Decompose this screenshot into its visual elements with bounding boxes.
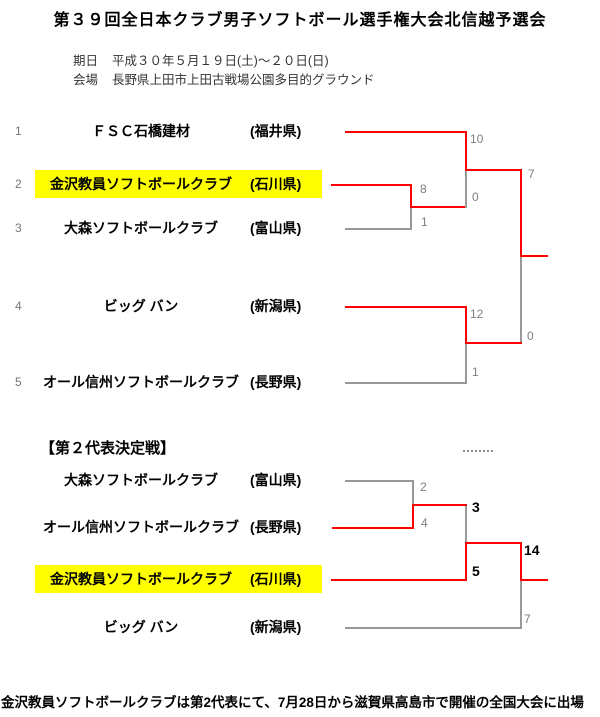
page-title: 第３９回全日本クラブ男子ソフトボール選手権大会北信越予選会: [53, 12, 547, 29]
score-m1-bottom: 1: [421, 215, 428, 229]
connector-line: [520, 542, 522, 581]
connector-line: [332, 527, 412, 529]
connector-line: [410, 184, 412, 208]
connector-line: [345, 306, 465, 308]
score-b2-m1-top: 2: [420, 480, 427, 494]
team-name: オール信州ソフトボールクラブ: [43, 519, 239, 535]
prefecture-label: (富山県): [250, 472, 302, 488]
winner-stub-line: [520, 255, 548, 257]
score-sf2-bottom: 1: [472, 365, 479, 379]
date-value: 平成３０年５月１９日(土)～２０日(日): [112, 54, 329, 68]
bracket2-row-1: 大森ソフトボールクラブ (富山県): [0, 466, 345, 494]
prefecture-label: (富山県): [250, 220, 302, 236]
prefecture-label: (福井県): [250, 123, 302, 139]
team-name: 大森ソフトボールクラブ: [64, 220, 218, 236]
bracket2-row-3: 金沢教員ソフトボールクラブ (石川県): [0, 565, 345, 593]
score-sf2-top: 12: [470, 307, 484, 321]
connector-line: [520, 257, 522, 344]
connector-line: [465, 506, 467, 544]
seed-number: 4: [15, 299, 22, 313]
score-b2-m2-bottom: 5: [472, 563, 480, 579]
team-name: 金沢教員ソフトボールクラブ: [50, 176, 232, 192]
bracket2-row-2: オール信州ソフトボールクラブ (長野県): [0, 513, 345, 541]
connector-line: [520, 169, 522, 257]
connector-line: [465, 542, 467, 581]
date-label: 期日: [73, 54, 99, 68]
connector-line: [412, 480, 414, 506]
connector-line: [465, 342, 522, 344]
footer-note: 金沢教員ソフトボールクラブは第2代表にて、7月28日から滋賀県高島市で開催の全国…: [1, 695, 584, 710]
team-name: ビッグ バン: [103, 298, 179, 314]
seed-number: 1: [15, 124, 22, 138]
team-name: ビッグ バン: [103, 619, 179, 635]
team-name: 大森ソフトボールクラブ: [64, 472, 218, 488]
bracket1-row-2: 2 金沢教員ソフトボールクラブ (石川県): [0, 170, 345, 198]
highlight-bar: [35, 565, 322, 593]
bracket2-row-4: ビッグ バン (新潟県): [0, 613, 345, 641]
connector-line: [412, 504, 467, 506]
score-final-top: 7: [528, 167, 535, 181]
connector-line: [345, 131, 465, 133]
score-final-bottom: 0: [527, 329, 534, 343]
connector-line: [465, 542, 522, 544]
connector-line: [331, 579, 467, 581]
score-b2-final-top: 14: [524, 542, 540, 558]
bracket1-row-5: 5 オール信州ソフトボールクラブ (長野県): [0, 368, 345, 396]
dotted-placeholder-line: [463, 450, 493, 452]
bracket2-heading: 【第２代表決定戦】: [40, 440, 176, 457]
connector-line: [410, 208, 412, 230]
venue-value: 長野県上田市上田古戦場公園多目的グラウンド: [112, 73, 375, 87]
venue-label: 会場: [73, 73, 99, 87]
connector-line: [345, 382, 465, 384]
connector-line: [345, 627, 522, 629]
bracket1-row-3: 3 大森ソフトボールクラブ (富山県): [0, 214, 345, 242]
event-date-line: 期日平成３０年５月１９日(土)～２０日(日): [73, 50, 329, 69]
highlight-bar: [35, 170, 322, 198]
connector-line: [465, 169, 522, 171]
connector-line: [345, 480, 412, 482]
winner-stub-line: [520, 579, 548, 581]
connector-line: [465, 306, 467, 344]
prefecture-label: (石川県): [250, 571, 302, 587]
score-sf1-bottom: 0: [472, 190, 479, 204]
prefecture-label: (長野県): [250, 519, 302, 535]
connector-line: [331, 184, 410, 186]
score-b2-m1-bottom: 4: [421, 516, 428, 530]
connector-line: [465, 171, 467, 208]
seed-number: 5: [15, 375, 22, 389]
seed-number: 3: [15, 221, 22, 235]
score-m1-top: 8: [420, 182, 427, 196]
connector-line: [345, 228, 410, 230]
bracket1-row-4: 4 ビッグ バン (新潟県): [0, 292, 345, 320]
team-name: 金沢教員ソフトボールクラブ: [50, 571, 232, 587]
seed-number: 2: [15, 177, 22, 191]
prefecture-label: (石川県): [250, 176, 302, 192]
connector-line: [520, 581, 522, 629]
team-name: ＦＳＣ石橋建材: [92, 123, 190, 139]
prefecture-label: (長野県): [250, 374, 302, 390]
prefecture-label: (新潟県): [250, 298, 302, 314]
score-sf1-top: 10: [470, 132, 484, 146]
connector-line: [412, 504, 414, 529]
score-b2-final-bottom: 7: [524, 612, 531, 626]
prefecture-label: (新潟県): [250, 619, 302, 635]
connector-line: [410, 206, 467, 208]
score-b2-m2-top: 3: [472, 499, 480, 515]
bracket1-row-1: 1 ＦＳＣ石橋建材 (福井県): [0, 117, 345, 145]
connector-line: [465, 131, 467, 171]
connector-line: [465, 344, 467, 384]
team-name: オール信州ソフトボールクラブ: [43, 374, 239, 390]
event-venue-line: 会場長野県上田市上田古戦場公園多目的グラウンド: [73, 69, 375, 88]
